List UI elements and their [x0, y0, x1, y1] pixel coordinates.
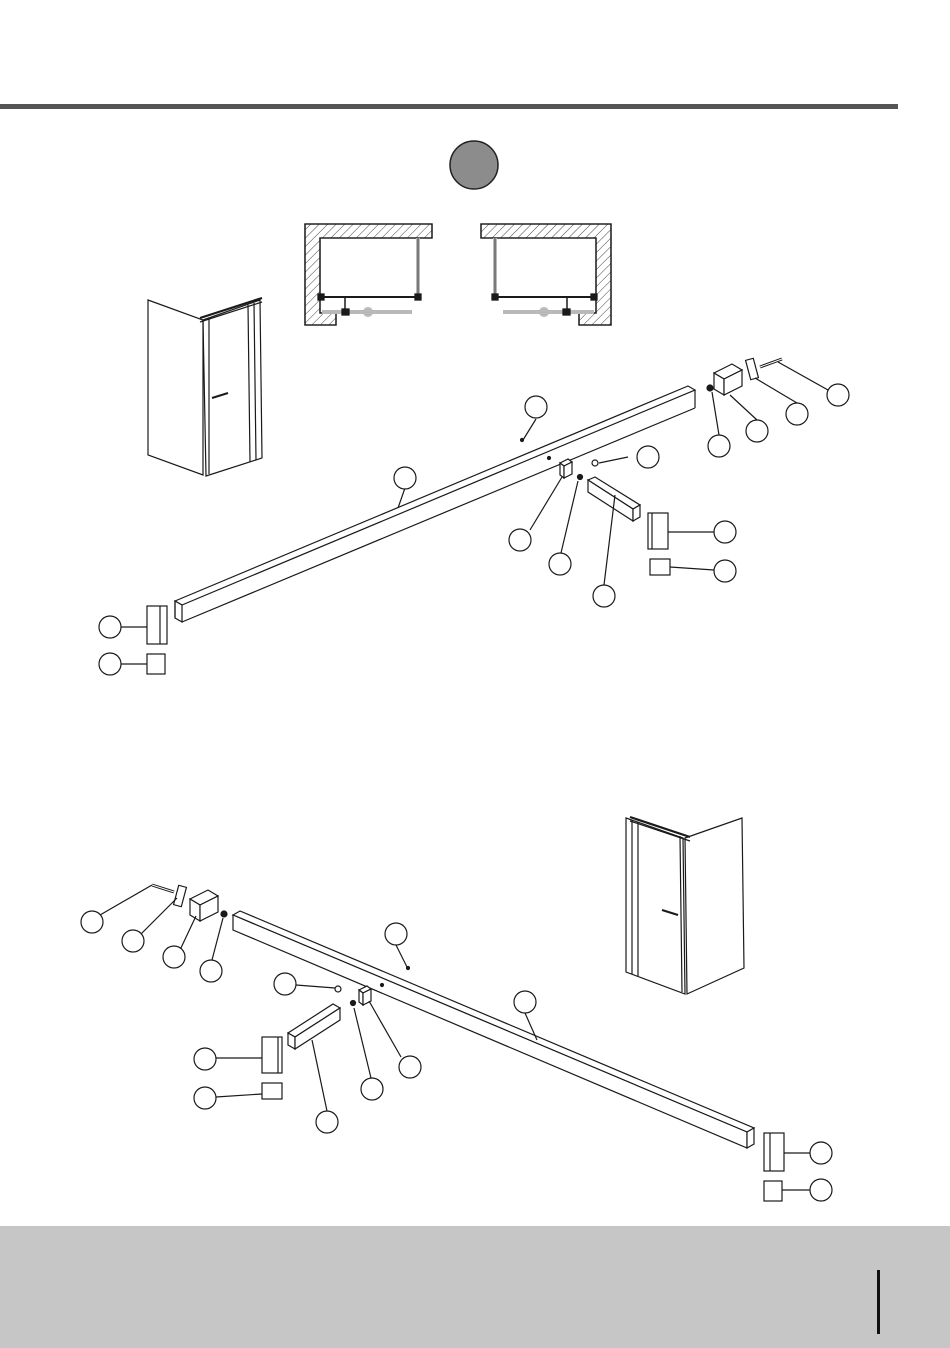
callout	[593, 585, 615, 607]
callout	[714, 560, 736, 582]
callout	[514, 991, 536, 1013]
upper-enclosure-icon	[148, 298, 262, 476]
callout	[274, 973, 296, 995]
callout	[509, 529, 531, 551]
lower-short-bar	[288, 1004, 340, 1049]
upper-end-plug-right	[650, 559, 670, 575]
callout	[637, 446, 659, 468]
callout	[525, 396, 547, 418]
upper-end-cap-right	[648, 513, 668, 549]
lower-assembly	[152, 885, 784, 1201]
upper-end-cap-left	[147, 606, 167, 644]
callout	[827, 384, 849, 406]
callout	[200, 960, 222, 982]
footer-band	[0, 1226, 950, 1348]
callout	[394, 467, 416, 489]
upper-callouts	[99, 362, 849, 675]
lower-end-cap-left	[262, 1037, 282, 1073]
upper-wall-bracket	[707, 364, 742, 395]
callout	[99, 653, 121, 675]
lower-enclosure-icon	[626, 817, 744, 994]
callout	[194, 1087, 216, 1109]
callout	[549, 553, 571, 575]
lower-end-plug-right	[764, 1181, 782, 1201]
lower-wall-screw	[152, 885, 174, 892]
callout	[385, 923, 407, 945]
left-hinged-plan	[305, 224, 432, 325]
callout	[194, 1048, 216, 1070]
callout	[810, 1142, 832, 1164]
lower-callouts	[81, 885, 832, 1201]
upper-connector-block	[560, 459, 572, 478]
callout	[786, 403, 808, 425]
step-number-badge	[450, 141, 498, 189]
callout	[708, 435, 730, 457]
callout	[810, 1179, 832, 1201]
callout	[399, 1056, 421, 1078]
callout	[361, 1078, 383, 1100]
lower-end-cap-right	[764, 1133, 784, 1171]
callout	[81, 911, 103, 933]
callout	[746, 420, 768, 442]
callout	[99, 616, 121, 638]
callout	[163, 946, 185, 968]
right-hinged-plan	[481, 224, 611, 325]
callout	[714, 521, 736, 543]
footer-divider	[877, 1270, 880, 1334]
upper-end-plug-left	[147, 654, 165, 674]
lower-end-plug-left	[262, 1083, 282, 1099]
upper-assembly	[147, 358, 782, 674]
callout	[122, 930, 144, 952]
callout	[316, 1111, 338, 1133]
